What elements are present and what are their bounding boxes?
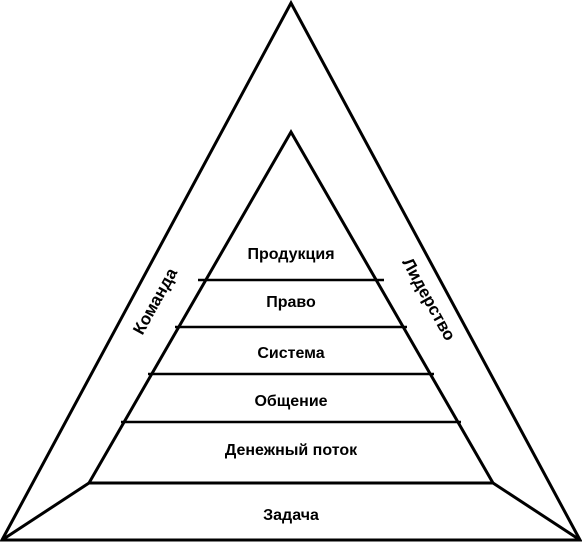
left-corner-connector [1,481,90,542]
side-label-team: Команда [129,264,181,337]
level-label-system: Система [257,345,324,362]
base-label-mission: Задача [263,507,319,524]
level-label-communication: Общение [254,393,327,410]
level-label-law: Право [266,294,316,311]
inner-pyramid [86,128,496,485]
level-label-cash-flow: Денежный поток [225,442,358,459]
level-label-products: Продукция [247,246,334,263]
right-corner-connector [492,481,581,542]
